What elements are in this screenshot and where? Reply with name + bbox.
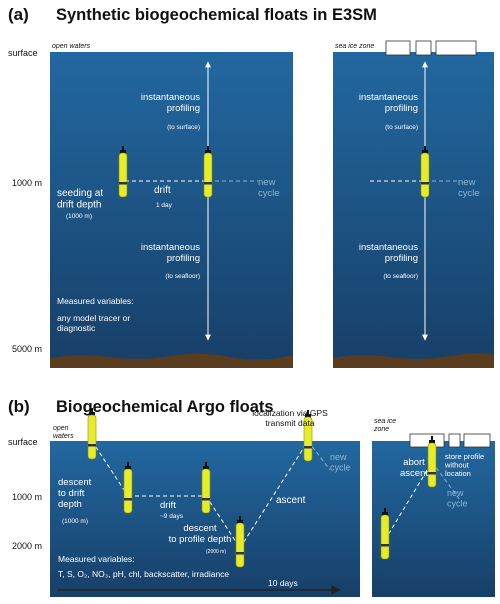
profiling-down-sub-a-right: (to seafloor) xyxy=(383,273,418,280)
profiling-down-sub-a: (to seafloor) xyxy=(165,273,200,280)
zone-label-sea-ice-a: sea ice zone xyxy=(335,43,374,50)
depth-1000-label-b: 1000 m xyxy=(12,492,42,502)
profiling-up-sub-a-right: (to surface) xyxy=(385,124,418,131)
float-icon-a1 xyxy=(118,145,128,198)
panel-b-title: Biogeochemical Argo floats xyxy=(56,398,274,416)
measured-title-a: Measured variables: xyxy=(57,296,134,306)
descent-path-b xyxy=(91,440,129,497)
float-icon-b1 xyxy=(87,407,97,460)
depth-1000-label-a: 1000 m xyxy=(12,178,42,188)
sea-ice-b xyxy=(409,433,491,448)
descent-profile-path-b xyxy=(205,495,241,549)
drift-sub-b: ~9 days xyxy=(160,513,184,520)
panel-b-letter: (b) xyxy=(8,397,30,416)
seeding-sub-a: (1000 m) xyxy=(66,213,92,220)
abort-ascent-path-b xyxy=(384,461,433,541)
depth-surface-label-a: surface xyxy=(8,48,38,58)
depth-5000-label-a: 5000 m xyxy=(12,344,42,354)
new-cycle-path-b-right xyxy=(431,461,461,501)
float-icon-b4 xyxy=(235,515,245,568)
ascent-label-b: ascent xyxy=(276,495,306,506)
sea-ice-a xyxy=(385,40,477,56)
descent-profile-sub-b: (2000 m) xyxy=(206,549,226,555)
drift-label-a: drift xyxy=(154,185,171,196)
float-icon-b2 xyxy=(123,461,133,514)
ocean-box-a-right xyxy=(333,52,494,368)
measured-title-b: Measured variables: xyxy=(58,554,135,564)
seafloor-a-left xyxy=(50,353,293,368)
drift-sub-a: 1 day xyxy=(156,202,173,209)
zone-label-open-waters-a: open waters xyxy=(52,43,91,50)
ascent-path-b xyxy=(239,440,309,549)
duration-label-b: 10 days xyxy=(268,578,298,588)
profiling-up-sub-a: (to surface) xyxy=(167,124,200,131)
measured-vars-b: T, S, O₂, NO₃, pH, chl, backscatter, irr… xyxy=(58,569,229,579)
depth-2000-label-b: 2000 m xyxy=(12,541,42,551)
panel-a-letter: (a) xyxy=(8,5,29,24)
drift-label-b: drift xyxy=(160,500,176,511)
descent-drift-sub-b: (1000 m) xyxy=(62,518,88,525)
float-icon-b6 xyxy=(380,507,390,560)
float-icon-b3 xyxy=(201,461,211,514)
new-cycle-path-b xyxy=(307,440,331,471)
depth-surface-label-b: surface xyxy=(8,437,38,447)
ocean-box-a-left xyxy=(50,52,293,368)
float-icon-a2 xyxy=(203,145,213,198)
float-icon-a3 xyxy=(420,145,430,198)
seafloor-a-right xyxy=(333,353,494,368)
panel-a-title: Synthetic biogeochemical floats in E3SM xyxy=(56,6,377,24)
float-icon-b7 xyxy=(427,435,437,488)
